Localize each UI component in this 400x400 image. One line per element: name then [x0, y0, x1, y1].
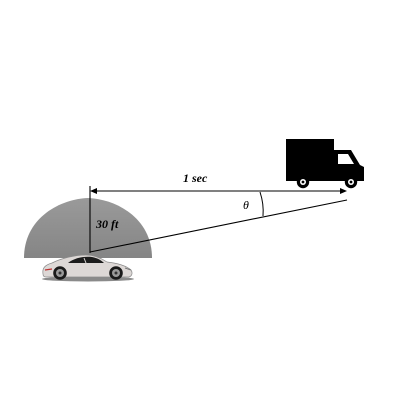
distance-arrow: [90, 188, 347, 194]
sports-car-icon: [42, 254, 134, 282]
delivery-truck-icon: [286, 139, 364, 189]
time-label: 1 sec: [183, 171, 208, 185]
height-label: 30 ft: [95, 217, 119, 231]
angle-label: θ: [243, 198, 249, 212]
angle-arc: [259, 191, 264, 217]
dome-zone: [24, 198, 152, 258]
sight-line: [89, 199, 348, 253]
